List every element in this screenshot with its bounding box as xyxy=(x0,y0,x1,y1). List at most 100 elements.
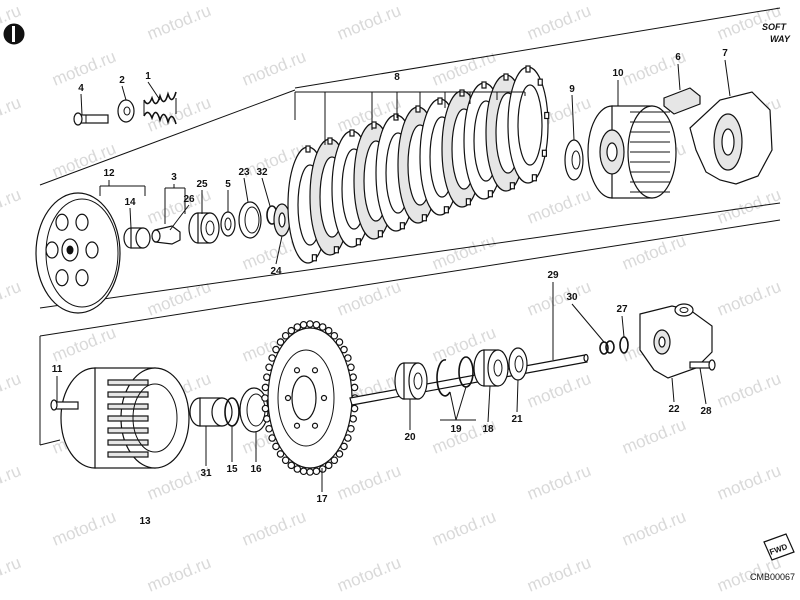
gear-hole xyxy=(320,394,328,402)
screw-28 xyxy=(689,359,716,371)
watermark-text: motod.ru xyxy=(144,93,213,136)
pressure-plate xyxy=(35,192,121,314)
watermark-text: motod.ru xyxy=(144,1,213,44)
watermark-text: motod.ru xyxy=(49,507,118,550)
label-11: 11 xyxy=(52,364,63,375)
corner-logo-mark xyxy=(3,23,25,45)
leader-line xyxy=(261,177,271,207)
gear-tooth xyxy=(299,467,308,476)
label-16: 16 xyxy=(250,464,262,475)
gear-tooth xyxy=(324,461,333,470)
drum-slot xyxy=(107,427,149,434)
gear-tooth xyxy=(287,326,296,335)
drum-slot xyxy=(107,379,149,386)
gear-tooth xyxy=(330,331,339,340)
watermark-text: motod.ru xyxy=(714,277,783,320)
gear-tooth xyxy=(335,450,344,458)
plate-hole xyxy=(55,213,69,231)
label-21: 21 xyxy=(511,414,523,425)
primary-gear-17 xyxy=(261,320,359,476)
circlip-19a xyxy=(436,359,451,397)
leader-line xyxy=(571,303,605,343)
leader-line xyxy=(487,385,491,423)
label-10: 10 xyxy=(612,68,624,79)
watermark-text: motod.ru xyxy=(334,553,403,596)
watermark-text: motod.ru xyxy=(144,277,213,320)
watermark-text: motod.ru xyxy=(429,231,498,274)
leader-line xyxy=(455,386,467,421)
watermark-text: motod.ru xyxy=(0,461,24,504)
leader-line xyxy=(699,367,707,405)
washer-9 xyxy=(564,139,584,181)
watermark-text: motod.ru xyxy=(714,461,783,504)
label-15: 15 xyxy=(226,464,238,475)
clutch-hub-10 xyxy=(587,105,677,199)
brand-mark: SOFT WAY xyxy=(762,22,791,44)
watermark-text: motod.ru xyxy=(524,277,593,320)
label-5: 5 xyxy=(225,179,231,190)
spring-1 xyxy=(143,91,177,125)
label-25: 25 xyxy=(196,179,208,190)
label-31: 31 xyxy=(200,468,212,479)
label-17: 17 xyxy=(316,494,328,505)
part-labels: 1 2 3 4 5 6 7 8 9 10 11 12 13 14 15 16 1… xyxy=(52,48,729,527)
gear-hole xyxy=(311,367,319,374)
watermark-text: motod.ru xyxy=(524,553,593,596)
gear-hole xyxy=(293,367,301,374)
gear-hole xyxy=(284,394,292,402)
clutch-housing-7 xyxy=(689,91,773,185)
watermark-text: motod.ru xyxy=(619,231,688,274)
washer-2 xyxy=(117,99,135,123)
leader-line xyxy=(243,177,249,203)
label-32: 32 xyxy=(256,167,268,178)
label-30: 30 xyxy=(566,292,578,303)
bushing-31 xyxy=(189,397,233,427)
label-26: 26 xyxy=(183,194,195,205)
watermark-text: motod.ru xyxy=(524,1,593,44)
label-7: 7 xyxy=(722,48,728,59)
damper-pad-6 xyxy=(663,87,701,115)
label-18: 18 xyxy=(482,424,494,435)
gear-tooth xyxy=(299,320,308,329)
gear-tooth xyxy=(261,394,269,402)
label-20: 20 xyxy=(404,432,416,443)
gear-tooth xyxy=(306,468,314,476)
leader-line xyxy=(129,207,132,229)
watermark-text: motod.ru xyxy=(619,415,688,458)
label-1: 1 xyxy=(145,71,151,82)
watermark-text: motod.ru xyxy=(0,277,24,320)
upper-frame-top xyxy=(294,7,781,89)
leader-line xyxy=(671,377,675,403)
plate-hole xyxy=(85,241,99,259)
pushrod-cap-26 xyxy=(151,225,181,245)
label-22: 22 xyxy=(668,404,680,415)
watermark-text: motod.ru xyxy=(239,47,308,90)
bearing-20 xyxy=(394,362,428,400)
gear-tooth xyxy=(335,338,344,346)
label-2: 2 xyxy=(119,75,125,86)
leader-line xyxy=(621,315,625,338)
spacer-21 xyxy=(508,347,528,381)
label-8: 8 xyxy=(394,72,400,83)
nut-24 xyxy=(273,203,291,237)
leader-line xyxy=(147,81,161,101)
plate-hole xyxy=(75,213,89,231)
watermark-text: motod.ru xyxy=(144,553,213,596)
label-4: 4 xyxy=(78,83,84,94)
plate-hole xyxy=(45,241,59,259)
gear-tooth xyxy=(276,338,285,346)
cover-22 xyxy=(639,303,713,379)
upper-frame-bottom xyxy=(39,202,781,309)
watermark-text: motod.ru xyxy=(334,1,403,44)
gear-tooth xyxy=(281,331,290,340)
bearing-18 xyxy=(473,349,509,387)
drum-slot xyxy=(107,391,149,398)
label-13: 13 xyxy=(139,516,151,527)
watermark-text: motod.ru xyxy=(429,507,498,550)
watermark-text: motod.ru xyxy=(524,461,593,504)
pin-11 xyxy=(50,399,79,411)
gear-tooth xyxy=(293,323,302,331)
fwd-arrow-icon: FWD xyxy=(763,533,795,561)
leader-line xyxy=(80,93,83,116)
